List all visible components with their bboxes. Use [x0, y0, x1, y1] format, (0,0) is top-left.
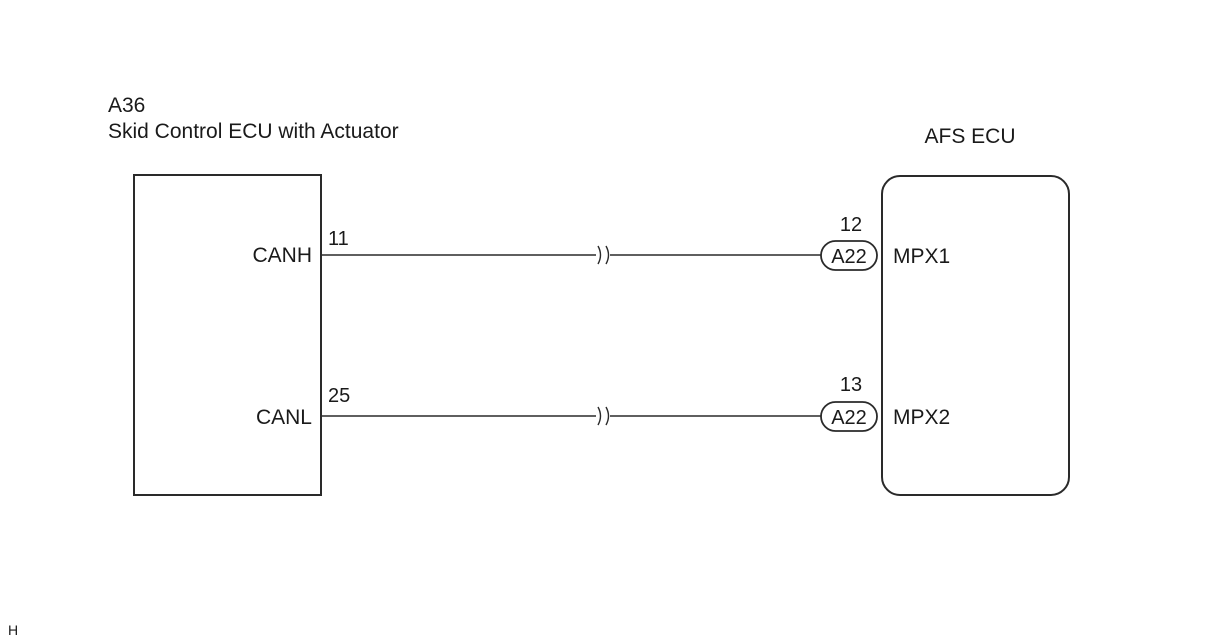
right-ecu-box — [881, 175, 1070, 496]
connector-a22-lower — [820, 401, 878, 432]
footer-mark: H — [8, 622, 18, 638]
right-ecu-name: AFS ECU — [924, 125, 1015, 148]
connector-a22-upper — [820, 240, 878, 271]
wire-canh-mpx1 — [322, 245, 821, 265]
connector-a22-lower-label: A22 — [831, 407, 867, 429]
right-pin-12: 12 — [840, 214, 862, 236]
left-pin-11: 11 — [328, 228, 349, 250]
wire-canl-mpx2 — [322, 406, 821, 426]
left-pin-25: 25 — [328, 385, 350, 407]
left-ecu-name: Skid Control ECU with Actuator — [108, 120, 399, 143]
connector-a22-upper-label: A22 — [831, 246, 867, 268]
right-signal-mpx2: MPX2 — [893, 406, 950, 429]
right-signal-mpx1: MPX1 — [893, 245, 950, 268]
wire-break-symbol — [597, 406, 610, 426]
right-pin-13: 13 — [840, 374, 862, 396]
wire-break-symbol — [597, 245, 610, 265]
left-signal-canl: CANL — [256, 406, 312, 429]
left-ecu-code: A36 — [108, 94, 145, 117]
left-signal-canh: CANH — [252, 244, 312, 267]
left-ecu-box — [133, 174, 322, 496]
